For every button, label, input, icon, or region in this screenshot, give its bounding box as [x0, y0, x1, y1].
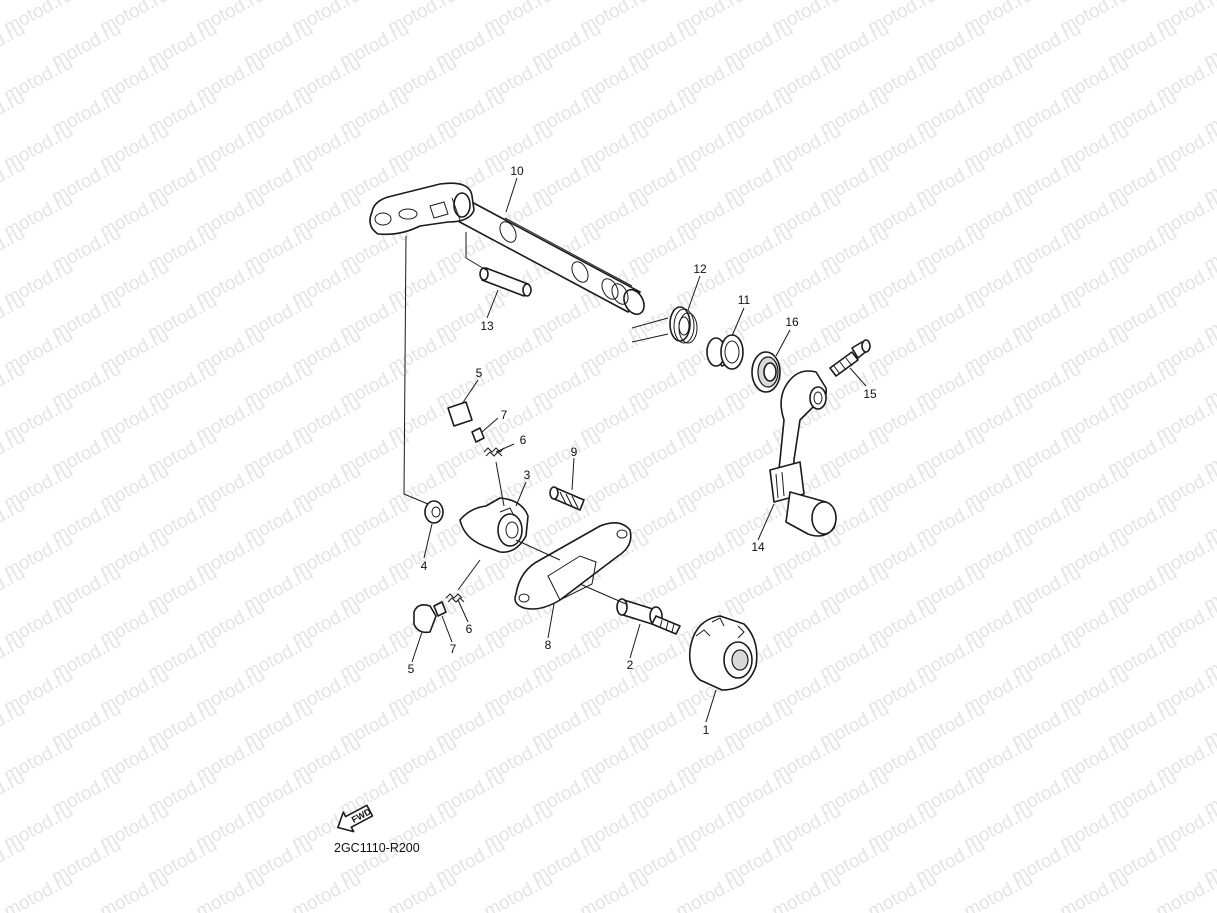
callout-7-lower: 7 [450, 642, 457, 656]
part-9-bolt [549, 486, 585, 511]
watermark-text: motod.ru [960, 869, 1036, 913]
callout-7-upper: 7 [501, 408, 508, 422]
watermark-text: motod.ru [864, 869, 940, 913]
callout-labels: 10 13 12 11 16 15 14 5 7 6 3 9 4 8 2 1 5… [408, 164, 877, 737]
part-7-lower-dowel [433, 601, 447, 617]
callout-15: 15 [863, 387, 877, 401]
callout-13: 13 [480, 319, 494, 333]
callout-16: 16 [785, 315, 799, 329]
watermark-text: motod.ru [576, 869, 652, 913]
part-13-pin [465, 232, 532, 297]
part-8-stopper-plate [514, 522, 632, 610]
watermark-text: motod.ru [1152, 869, 1217, 913]
callout-5-upper: 5 [476, 366, 483, 380]
callout-11: 11 [738, 293, 751, 307]
watermark-text: motod.ru [0, 869, 76, 913]
part-10-shift-shaft [369, 182, 645, 316]
callout-14: 14 [751, 540, 765, 554]
diagram-code: 2GC1110-R200 [334, 841, 420, 855]
part-7-upper-dowel [471, 427, 485, 443]
callout-6-upper: 6 [520, 433, 527, 447]
part-11-collar [706, 334, 744, 370]
watermark-text: motod.ru [384, 869, 460, 913]
assembly-lines [403, 235, 627, 605]
part-6-lower-spring [445, 593, 465, 603]
watermark-text: motod.ru [768, 869, 844, 913]
watermark-text: motod.ru [288, 869, 364, 913]
callout-3: 3 [524, 468, 531, 482]
callout-1: 1 [703, 723, 710, 737]
part-6-upper-spring [483, 447, 505, 457]
callout-5-lower: 5 [408, 662, 415, 676]
callout-10: 10 [510, 164, 524, 178]
part-14-shift-pedal [769, 370, 837, 537]
callout-12: 12 [693, 262, 707, 276]
part-15-bolt [829, 339, 871, 377]
part-12-spring [631, 306, 698, 344]
callout-leaders [411, 177, 867, 723]
part-3-segment [459, 497, 529, 553]
callout-9: 9 [571, 445, 578, 459]
part-5-lower-roller [413, 604, 437, 634]
watermark-text: motod.ru [0, 0, 29, 4]
watermark-text: motod.ru [672, 869, 748, 913]
callout-6-lower: 6 [466, 622, 473, 636]
callout-4: 4 [421, 559, 428, 573]
part-2-pivot-bolt [616, 598, 681, 635]
part-4-washer [424, 500, 444, 524]
watermark-text: motod.ru [192, 869, 268, 913]
part-1-shift-cam [688, 615, 758, 691]
part-5-upper-roller [447, 401, 473, 427]
watermark-text: motod.ru [1056, 869, 1132, 913]
watermark-text: motod.ru [96, 869, 172, 913]
fwd-arrow-icon: FWD [337, 804, 374, 833]
callout-8: 8 [545, 638, 552, 652]
watermark-text: motod.ru [480, 869, 556, 913]
callout-2: 2 [627, 658, 634, 672]
watermark-text: motod.ru [1200, 0, 1217, 4]
part-16-oil-seal [751, 351, 781, 393]
